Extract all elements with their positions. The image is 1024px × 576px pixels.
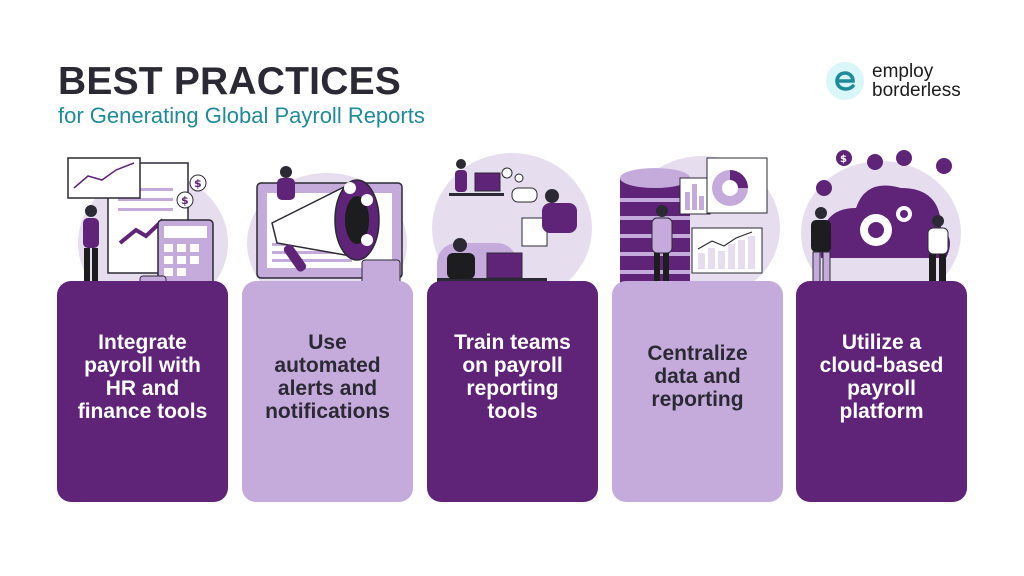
logo-line-1: employ — [872, 61, 934, 82]
logo-line-2: borderless — [872, 80, 961, 101]
analytics-calculator-illustration: $ $ — [67, 157, 228, 308]
page-subtitle: for Generating Global Payroll Reports — [58, 103, 425, 128]
svg-text:$: $ — [840, 154, 847, 165]
megaphone-alerts-illustration — [247, 166, 407, 308]
database-charts-illustration — [620, 156, 780, 303]
brand-logo: employ borderless — [826, 62, 961, 100]
logo-wordmark: employ borderless — [872, 62, 961, 100]
cloud-platform-illustration: $ — [801, 150, 961, 305]
svg-text:$: $ — [181, 194, 189, 207]
team-training-illustration — [432, 153, 592, 303]
logo-e-icon — [826, 62, 864, 100]
page-title: BEST PRACTICES — [58, 60, 402, 103]
svg-text:$: $ — [194, 177, 202, 190]
